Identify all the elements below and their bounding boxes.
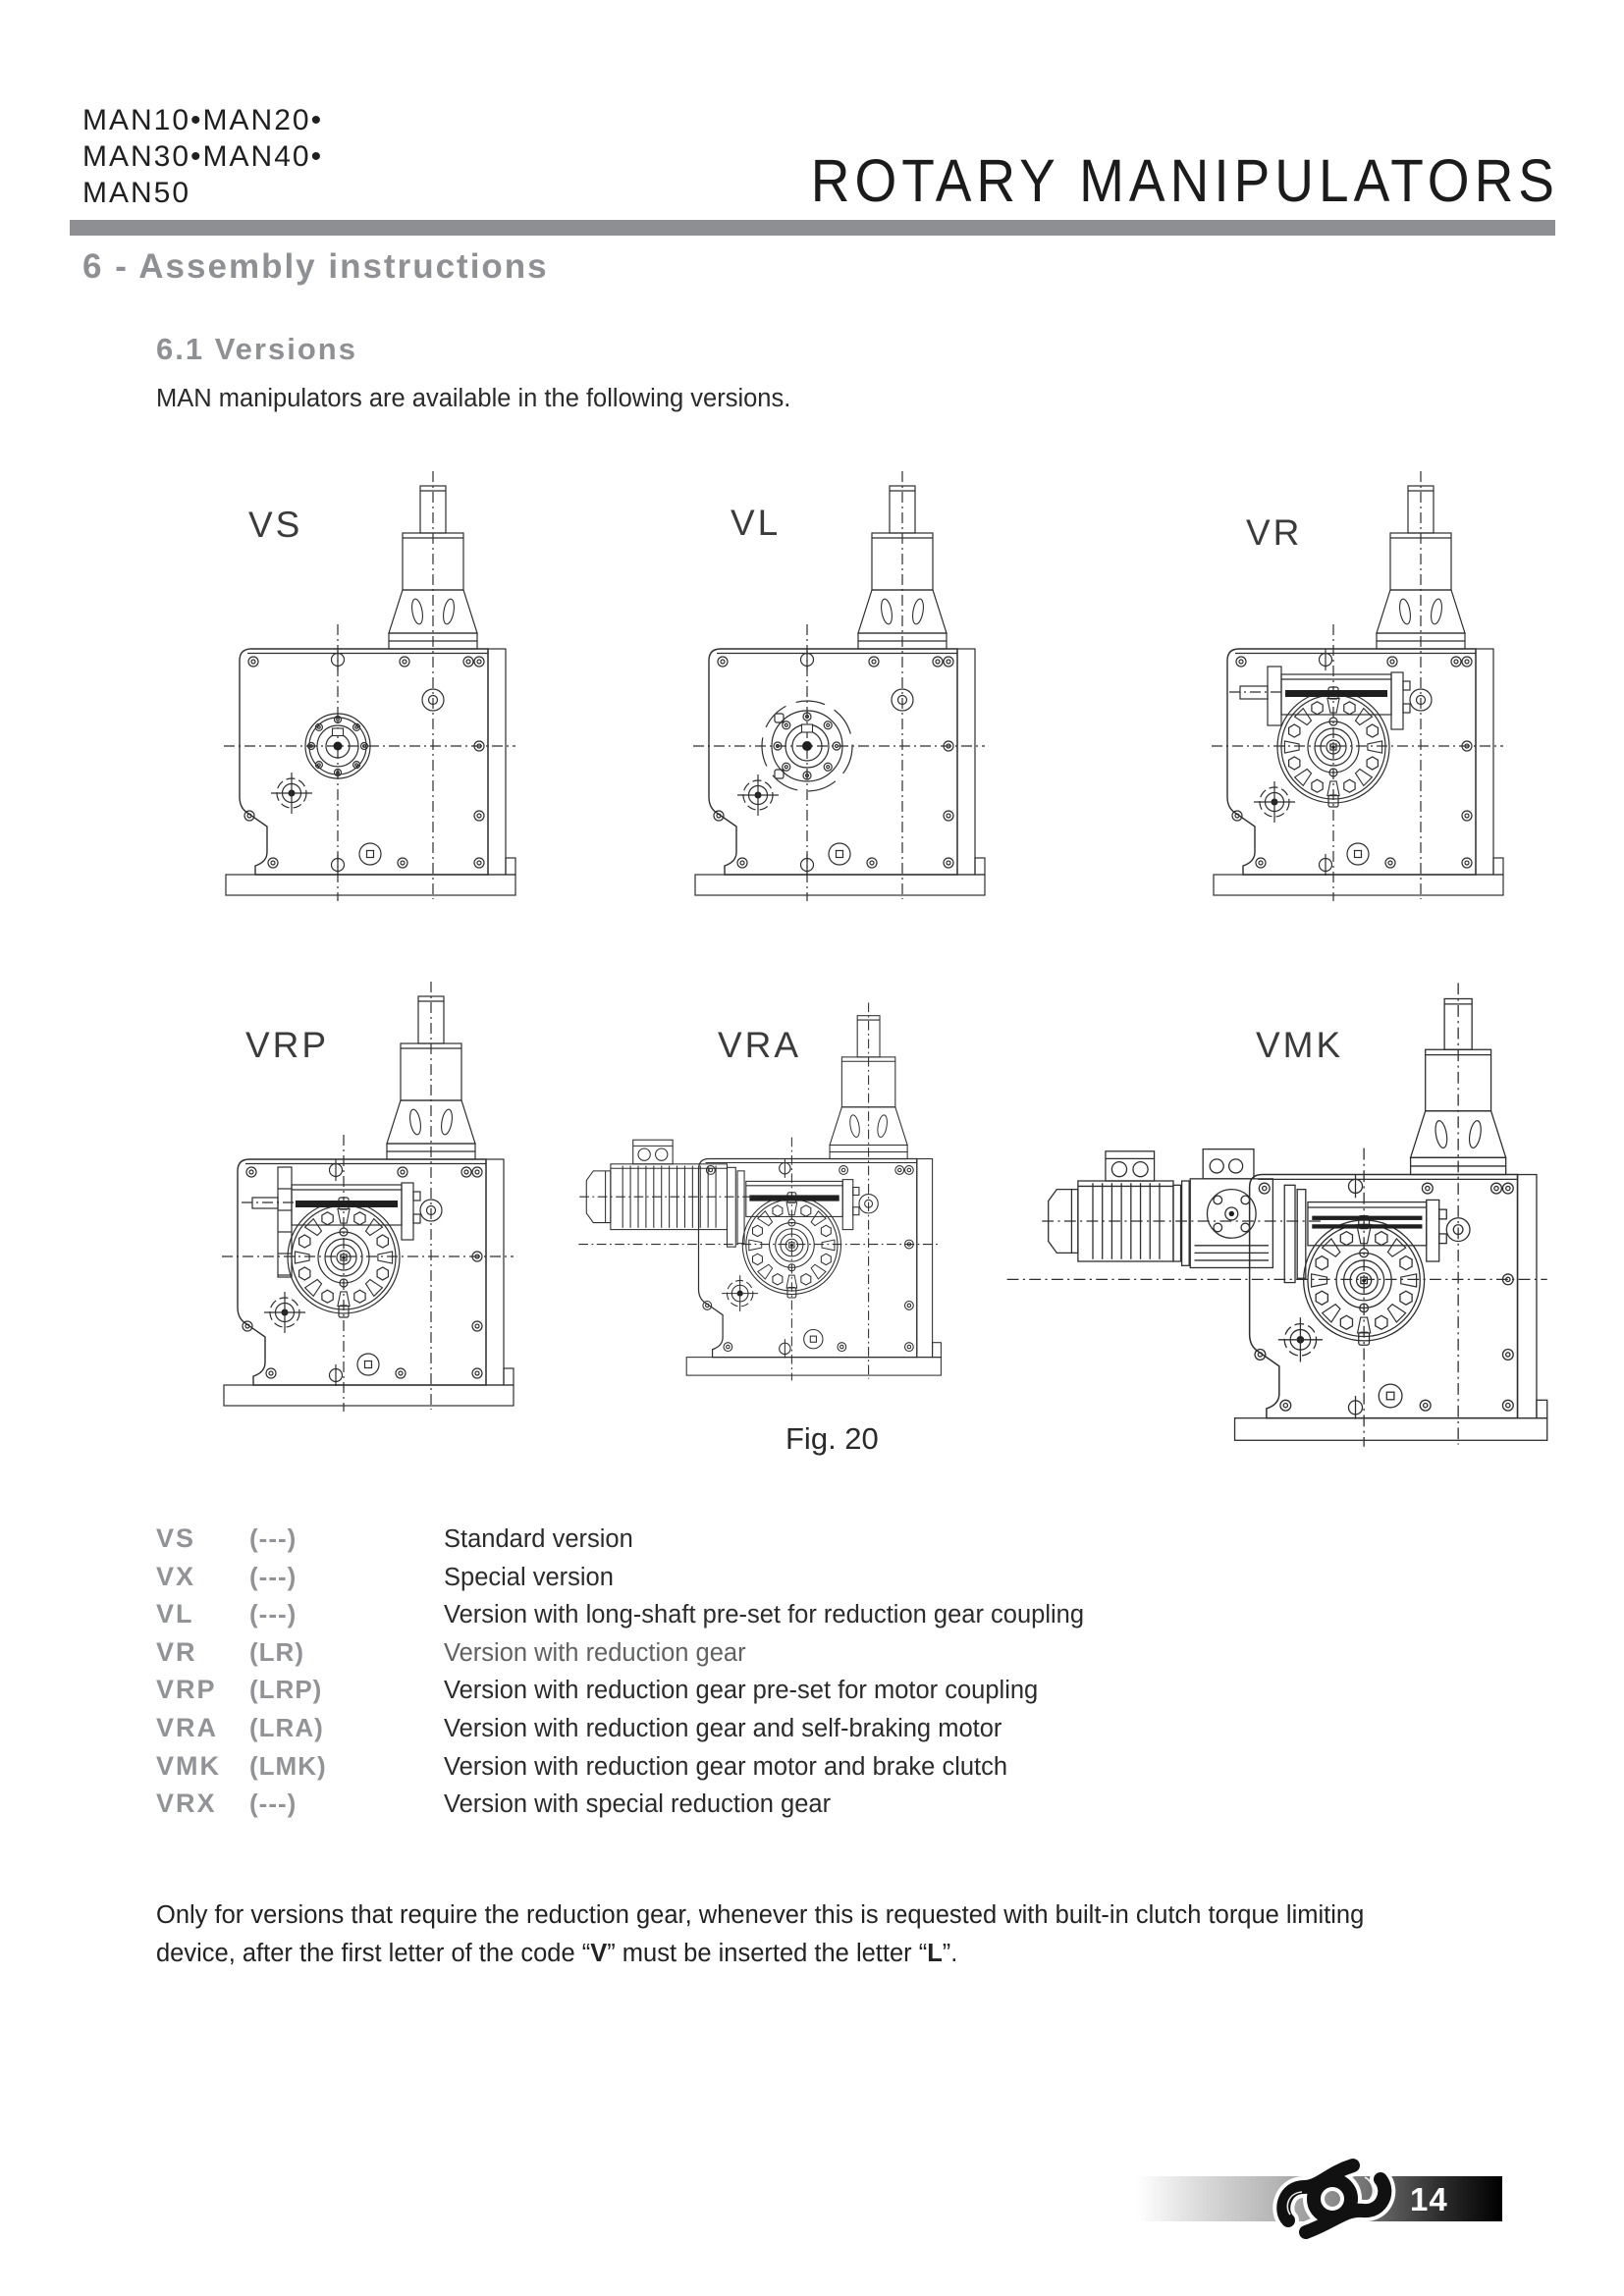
- legend-row: VRA (LRA) Version with reduction gear an…: [156, 1713, 1084, 1751]
- legend-bracket-code: (LRA): [249, 1712, 324, 1742]
- legend-row: VL (---) Version with long-shaft pre-set…: [156, 1599, 1084, 1637]
- legend-description: Special version: [444, 1563, 614, 1591]
- legend-bracket-code: (---): [249, 1523, 298, 1553]
- diagram-label-vrp: VRP: [245, 1025, 330, 1065]
- legend-code: VR: [156, 1636, 197, 1667]
- diagram-label-vra: VRA: [718, 1025, 802, 1065]
- section-heading: 6 - Assembly instructions: [82, 247, 549, 286]
- legend-bracket-code: (---): [249, 1561, 298, 1591]
- rope-knot-logo-icon: [1271, 2152, 1398, 2246]
- note-paragraph: Only for versions that require the reduc…: [156, 1901, 1365, 1967]
- legend-row: VR (LR) Version with reduction gear: [156, 1637, 1084, 1676]
- legend-row: VRP (LRP) Version with reduction gear pr…: [156, 1675, 1084, 1713]
- legend-bracket-code: (LMK): [249, 1750, 327, 1781]
- legend-code: VRP: [156, 1675, 217, 1705]
- legend-description: Version with reduction gear pre-set for …: [444, 1677, 1039, 1705]
- intro-text: MAN manipulators are available in the fo…: [156, 385, 791, 412]
- legend-row: VS (---) Standard version: [156, 1523, 1084, 1562]
- model-list: MAN10•MAN20• MAN30•MAN40• MAN50: [82, 102, 323, 211]
- legend-row: VRX (---) Version with special reduction…: [156, 1789, 1084, 1827]
- diagram-label-vs: VS: [248, 505, 303, 545]
- page-title: ROTARY MANIPULATORS: [810, 146, 1559, 215]
- diagram-vra-self-braking-motor-version: [573, 999, 945, 1383]
- diagram-vs-standard-version: [222, 467, 516, 904]
- diagram-label-vmk: VMK: [1256, 1025, 1344, 1065]
- legend-code: VMK: [156, 1750, 221, 1781]
- legend-code: VRX: [156, 1789, 217, 1819]
- subsection-heading: 6.1 Versions: [156, 332, 357, 366]
- model-line-1: MAN10•MAN20•: [82, 104, 324, 136]
- legend-code: VX: [156, 1561, 196, 1591]
- legend-code: VS: [156, 1523, 196, 1553]
- version-legend: VS (---) Standard version VX (---) Speci…: [156, 1523, 1084, 1827]
- legend-description: Version with long-shaft pre-set for redu…: [444, 1601, 1085, 1629]
- diagram-vmk-brake-clutch-version: [1001, 979, 1562, 1450]
- legend-code: VRA: [156, 1712, 219, 1742]
- legend-description: Version with reduction gear: [444, 1638, 746, 1667]
- diagram-vl-long-shaft-version: [691, 467, 986, 904]
- legend-bracket-code: (LR): [249, 1636, 304, 1667]
- legend-description: Standard version: [444, 1525, 633, 1553]
- legend-description: Version with reduction gear motor and br…: [444, 1752, 1008, 1781]
- figure-caption: Fig. 20: [785, 1421, 879, 1456]
- legend-bracket-code: (---): [249, 1789, 298, 1819]
- diagram-label-vl: VL: [731, 503, 782, 543]
- legend-description: Version with special reduction gear: [444, 1790, 832, 1819]
- legend-code: VL: [156, 1599, 194, 1629]
- page-number: 14: [1410, 2181, 1448, 2217]
- diagram-vrp-motor-preset-version: [220, 978, 514, 1415]
- legend-bracket-code: (---): [249, 1599, 298, 1629]
- legend-description: Version with reduction gear and self-bra…: [444, 1714, 1002, 1742]
- legend-row: VX (---) Special version: [156, 1562, 1084, 1600]
- diagram-label-vr: VR: [1246, 512, 1303, 553]
- legend-bracket-code: (LRP): [249, 1675, 323, 1705]
- diagram-vr-reduction-gear-version: [1210, 467, 1504, 904]
- model-line-2: MAN30•MAN40•: [82, 140, 324, 173]
- model-line-3: MAN50: [82, 177, 191, 209]
- legend-row: VMK (LMK) Version with reduction gear mo…: [156, 1751, 1084, 1789]
- header-rule: [70, 220, 1555, 236]
